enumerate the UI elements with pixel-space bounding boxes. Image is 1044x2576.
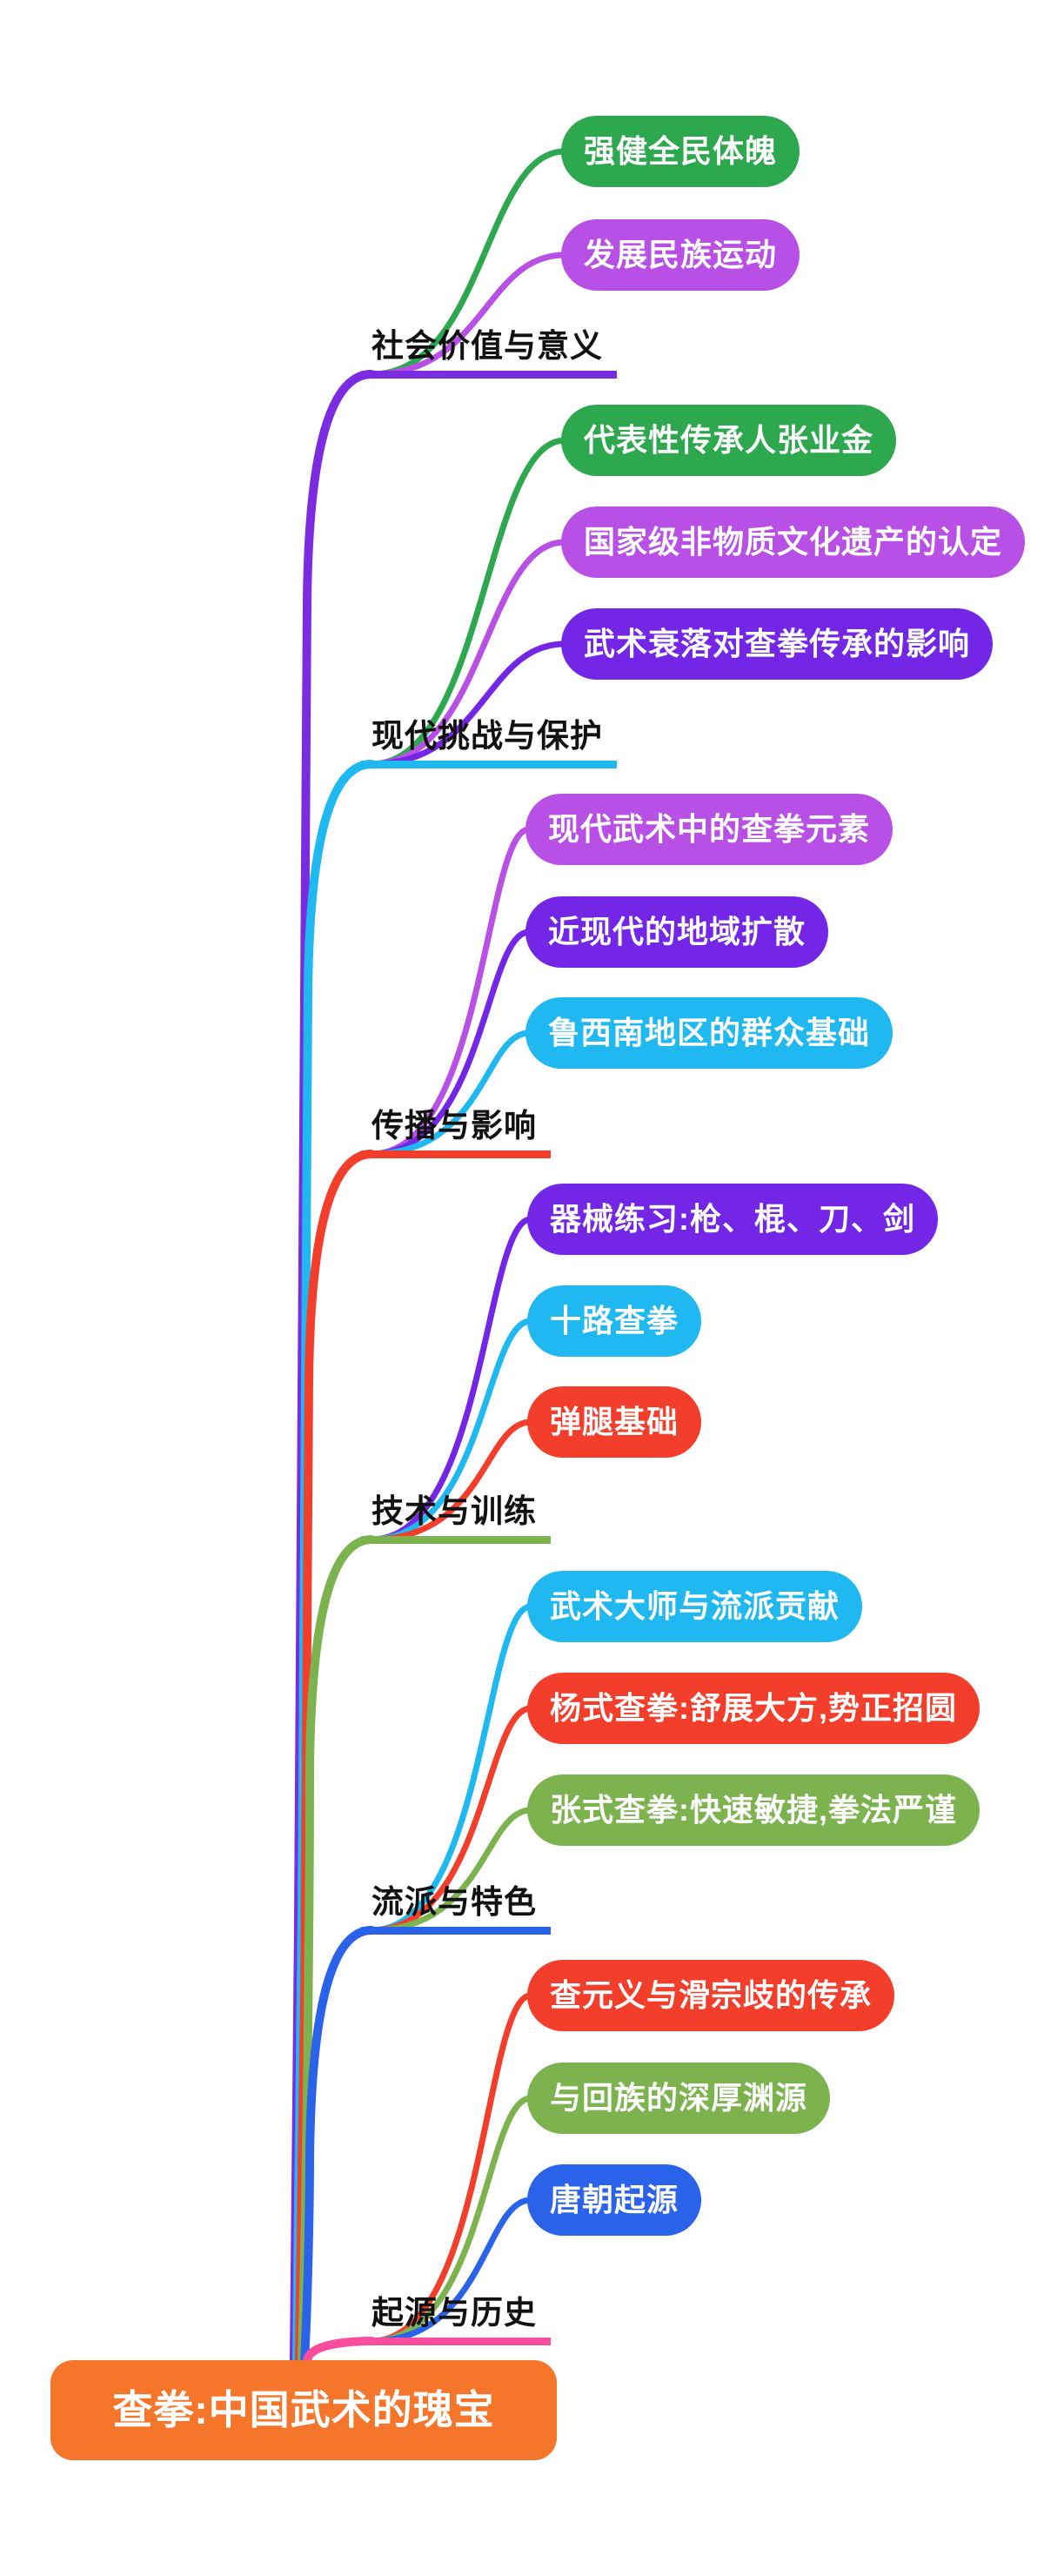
branch-3-child-1-stem-curve — [368, 1318, 534, 1543]
branch-2-child-0-stem-curve — [368, 826, 532, 1157]
branch-label-text: 现代挑战与保护 — [371, 718, 603, 754]
branch-4-child-0-stem-curve — [368, 1603, 534, 1934]
root-node-chaquan[interactable]: 查拳:中国武术的瑰宝 — [50, 2360, 557, 2460]
branch-0-child-1-stem-curve — [368, 252, 568, 378]
branch-1-child-1-stem-curve — [368, 539, 568, 768]
branch-1-child-0-stem-curve — [368, 437, 568, 768]
branch-label-text: 起源与历史 — [371, 2295, 537, 2331]
branch-4-trunk-curve — [300, 1926, 376, 2365]
node-chayuanyi-huazongqi[interactable]: 查元义与滑宗歧的传承 — [527, 1960, 895, 2031]
branch-0-child-0-stem-curve — [368, 148, 568, 378]
branch-label-origin-history[interactable]: 起源与历史 — [361, 2293, 551, 2345]
node-intangible-heritage[interactable]: 国家级非物质文化遗产的认定 — [561, 506, 1026, 578]
branch-4-child-2-stem-curve — [368, 1807, 534, 1934]
branch-5-trunk-curve — [303, 2337, 376, 2365]
node-weapons-practice[interactable]: 器械练习:枪、棍、刀、剑 — [527, 1184, 938, 1255]
node-luxinan-mass-base[interactable]: 鲁西南地区的群众基础 — [525, 997, 893, 1069]
node-tang-dynasty-origin[interactable]: 唐朝起源 — [527, 2164, 702, 2236]
branch-2-child-2-stem-curve — [368, 1030, 532, 1157]
node-zhang-style-chaquan[interactable]: 张式查拳:快速敏捷,拳法严谨 — [527, 1774, 980, 1846]
branch-3-child-2-stem-curve — [368, 1419, 534, 1543]
branch-label-technique-training[interactable]: 技术与训练 — [361, 1492, 551, 1544]
branch-5-child-0-stem-curve — [368, 1992, 534, 2345]
node-inheritor-zhangyejin[interactable]: 代表性传承人张业金 — [561, 405, 897, 476]
branch-label-spread-influence[interactable]: 传播与影响 — [361, 1106, 551, 1158]
branch-3-child-0-stem-curve — [368, 1216, 534, 1543]
node-hui-ethnic-roots[interactable]: 与回族的深厚渊源 — [527, 2063, 831, 2134]
branch-5-child-1-stem-curve — [368, 2095, 534, 2345]
branch-label-schools-features[interactable]: 流派与特色 — [361, 1882, 551, 1935]
branch-1-child-2-stem-curve — [368, 641, 568, 768]
branch-label-text: 社会价值与意义 — [371, 328, 603, 364]
branch-label-text: 流派与特色 — [371, 1884, 537, 1920]
node-regional-diffusion[interactable]: 近现代的地域扩散 — [525, 896, 829, 968]
branch-5-child-2-stem-curve — [368, 2197, 534, 2345]
node-strengthen-physique[interactable]: 强健全民体魄 — [561, 116, 800, 187]
branch-label-social-value[interactable]: 社会价值与意义 — [361, 326, 617, 379]
node-chaquan-in-modern-wushu[interactable]: 现代武术中的查拳元素 — [525, 794, 893, 865]
branch-4-child-1-stem-curve — [368, 1705, 534, 1934]
branch-label-text: 技术与训练 — [371, 1493, 537, 1529]
node-national-sport[interactable]: 发展民族运动 — [561, 219, 800, 291]
node-ten-routes-chaquan[interactable]: 十路查拳 — [527, 1285, 702, 1357]
branch-label-modern-challenge[interactable]: 现代挑战与保护 — [361, 716, 617, 768]
node-masters-contributions[interactable]: 武术大师与流派贡献 — [527, 1571, 863, 1642]
node-yang-style-chaquan[interactable]: 杨式查拳:舒展大方,势正招圆 — [527, 1673, 980, 1744]
branch-label-text: 传播与影响 — [371, 1108, 537, 1144]
node-tantui-foundation[interactable]: 弹腿基础 — [527, 1386, 702, 1458]
node-wushu-decline-impact[interactable]: 武术衰落对查拳传承的影响 — [561, 608, 994, 680]
branch-2-child-1-stem-curve — [368, 929, 532, 1157]
